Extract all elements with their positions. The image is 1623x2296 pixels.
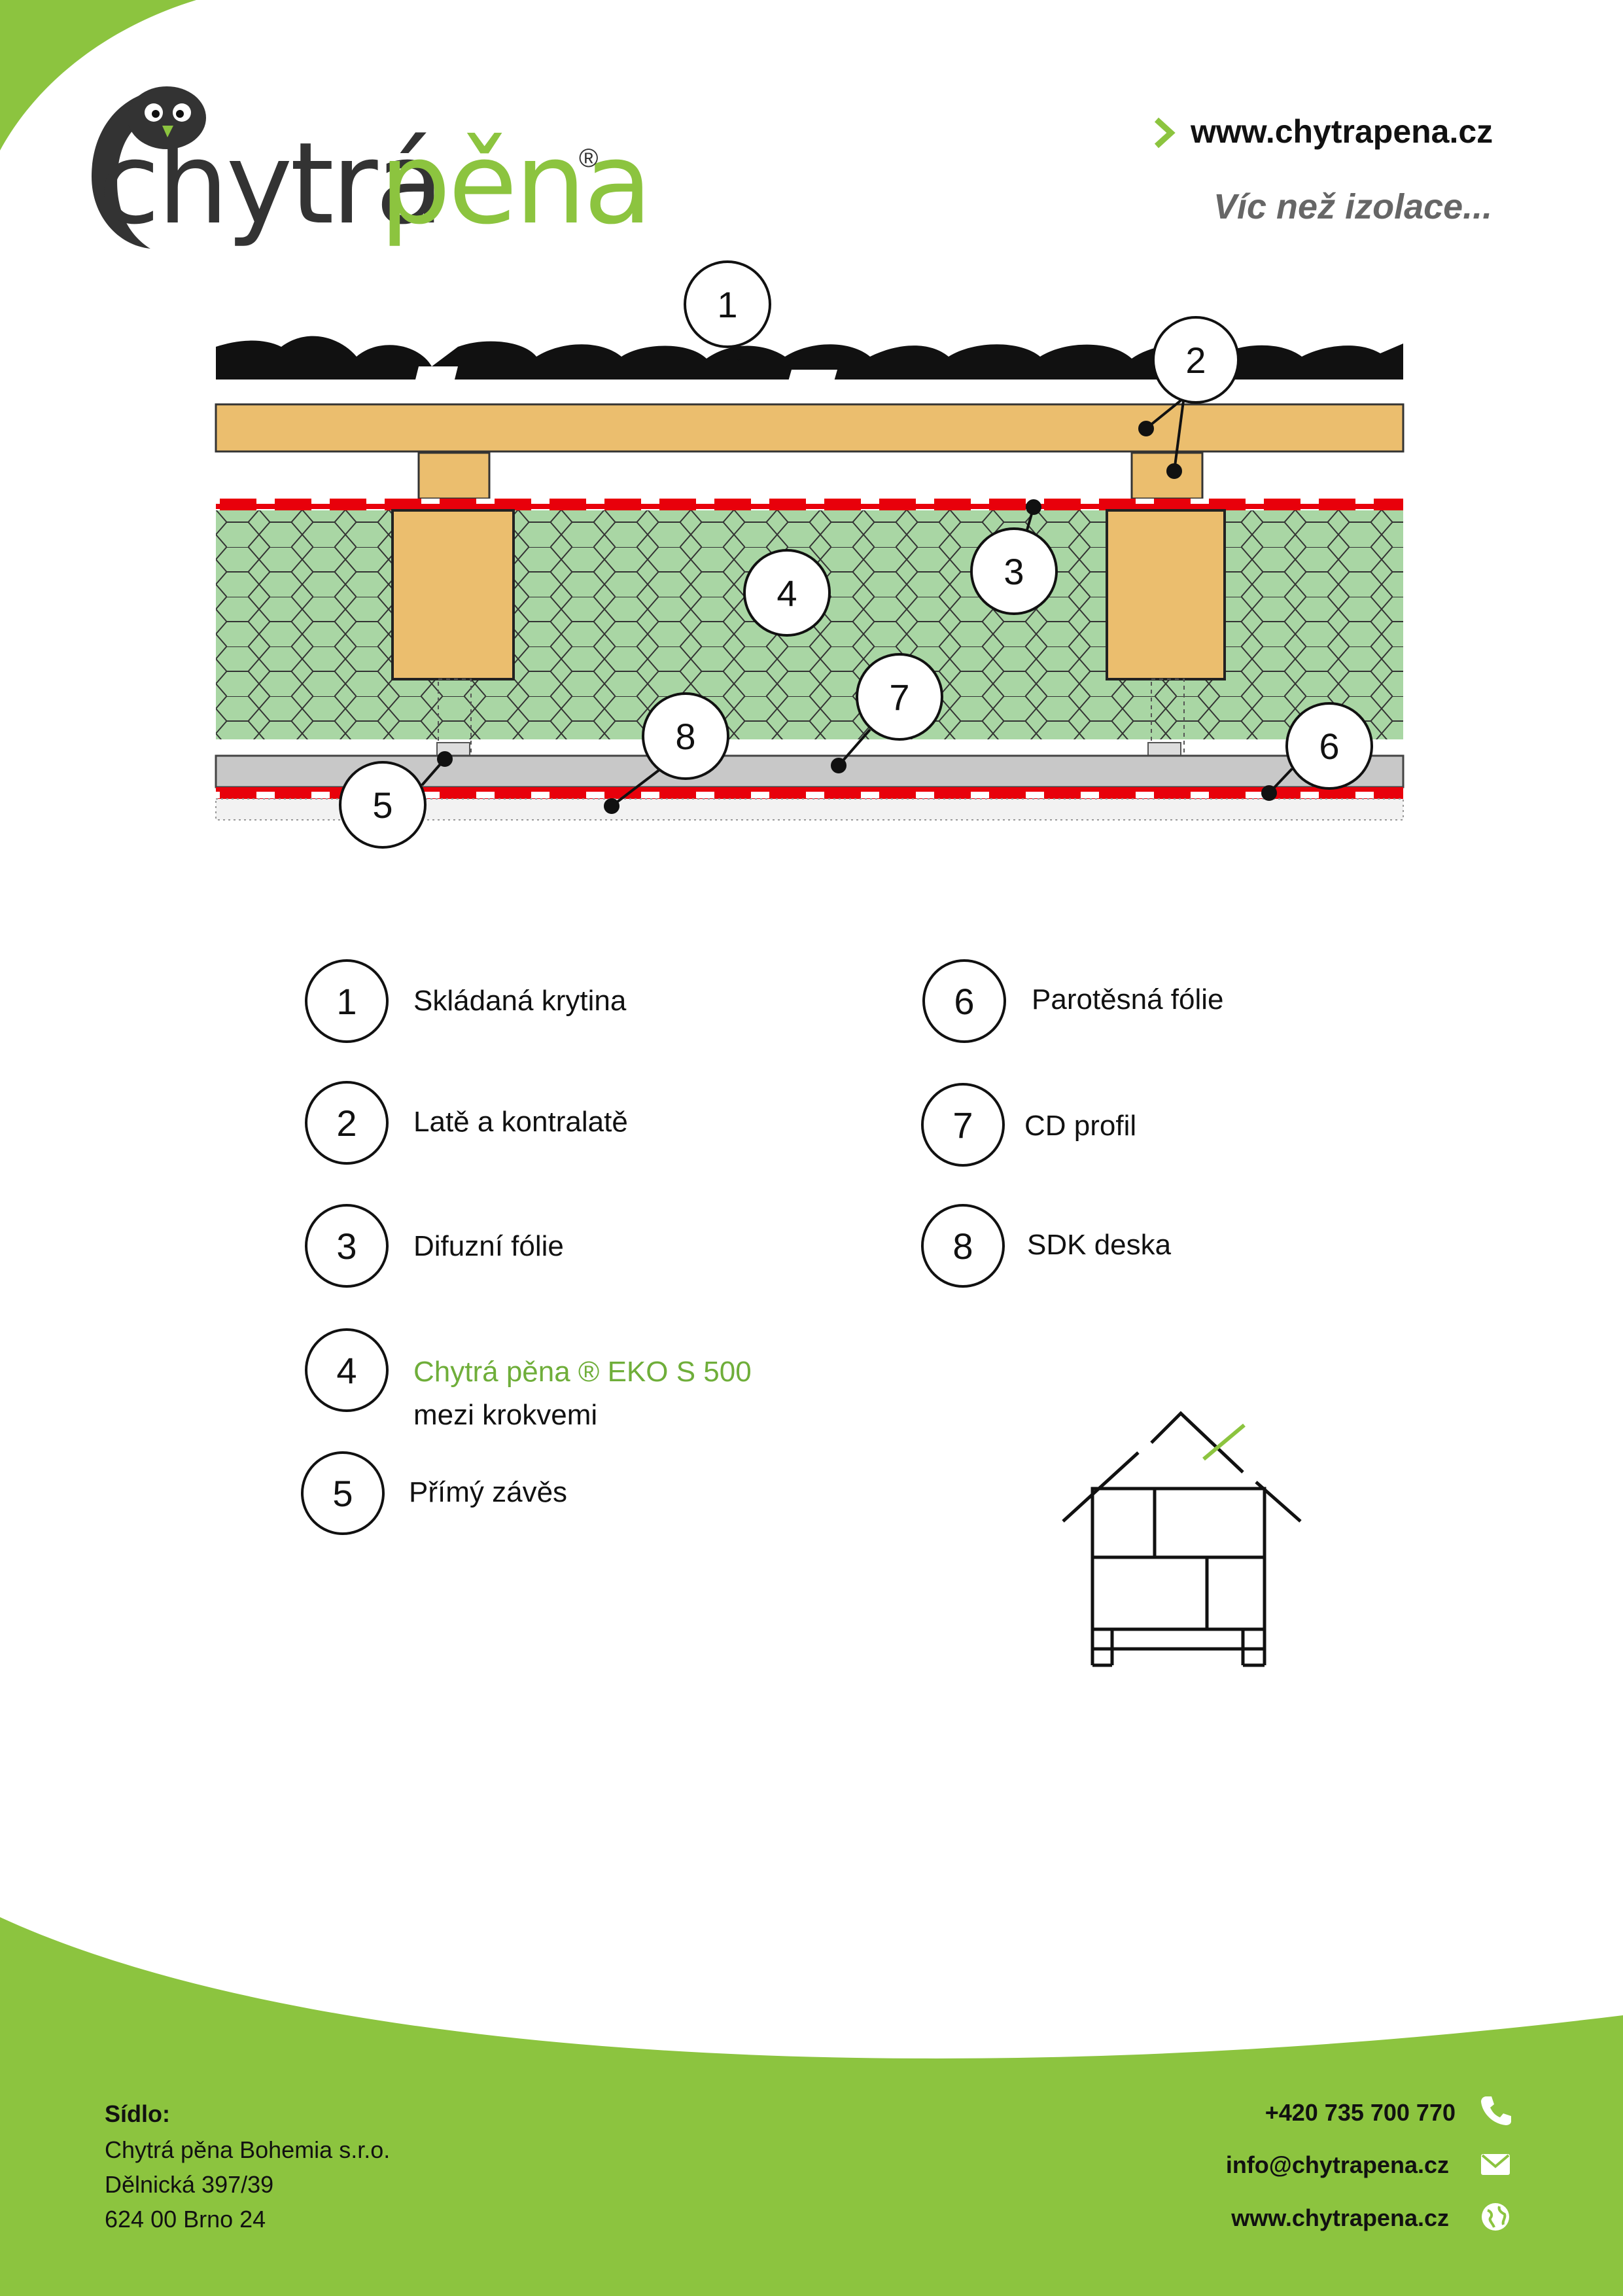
phone-icon (1481, 2096, 1511, 2125)
legend-num-3: 3 (305, 1204, 389, 1288)
roof-tiles (216, 336, 1403, 400)
legend-num-5: 5 (301, 1451, 385, 1535)
callout-1-label: 1 (717, 284, 737, 325)
rafter-right (1106, 509, 1226, 680)
footer-web[interactable]: www.chytrapena.cz (1231, 2204, 1449, 2231)
legend-text-8: SDK deska (1027, 1229, 1172, 1261)
callout-4: 4 (743, 549, 831, 637)
logo-text-dark: chytrá (98, 118, 444, 249)
roof-section-diagram: 1 2 3 4 5 6 7 8 (215, 260, 1405, 849)
legend-text-7: CD profil (1024, 1110, 1137, 1142)
header-website-link[interactable]: www.chytrapena.cz (1191, 113, 1493, 150)
globe-icon (1482, 2203, 1509, 2231)
legend-num-6: 6 (922, 959, 1006, 1043)
callout-1: 1 (684, 260, 771, 348)
logo-text-green: pěna (379, 118, 652, 249)
house-icon (1062, 1411, 1302, 1667)
footer-company: Chytrá pěna Bohemia s.r.o. (105, 2136, 391, 2163)
legend-text-4-product: Chytrá pěna ® EKO S 500 (413, 1356, 752, 1388)
callout-2-label: 2 (1185, 340, 1206, 381)
callout-4-label: 4 (777, 573, 797, 614)
header-tagline: Víc než izolace... (1213, 187, 1493, 226)
callout-2: 2 (1152, 316, 1240, 404)
footer-email[interactable]: info@chytrapena.cz (1225, 2151, 1449, 2178)
diffusion-foil (216, 499, 1403, 510)
legend-num-2: 2 (305, 1081, 389, 1165)
callout-5-label: 5 (372, 785, 393, 826)
batten (215, 403, 1405, 453)
callout-3: 3 (970, 527, 1058, 615)
legend-num-4: 4 (305, 1328, 389, 1412)
legend-num-7: 7 (921, 1083, 1005, 1167)
brand-logo[interactable]: chytrá pěna ® (52, 72, 652, 262)
callout-5: 5 (339, 761, 427, 849)
footer-seat-label: Sídlo: (105, 2100, 170, 2127)
legend-text-1: Skládaná krytina (413, 985, 627, 1017)
legend-text-6: Parotěsná fólie (1032, 983, 1224, 1016)
footer-swoosh (0, 1917, 1623, 2296)
legend-text-5: Přímý závěs (409, 1476, 568, 1508)
legend-text-2: Latě a kontralatě (413, 1106, 628, 1138)
callout-3-label: 3 (1003, 551, 1024, 592)
callout-7: 7 (856, 653, 943, 741)
registered-mark: ® (579, 144, 599, 173)
callout-7-label: 7 (889, 677, 909, 718)
callout-6: 6 (1285, 702, 1373, 790)
legend-text-3: Difuzní fólie (413, 1230, 564, 1262)
callout-8: 8 (642, 692, 729, 780)
rafter-left (391, 509, 515, 680)
legend-num-1: 1 (305, 959, 389, 1043)
top-left-swoosh (0, 0, 196, 150)
callout-8-label: 8 (675, 716, 695, 757)
penguin-icon (92, 86, 206, 249)
vapour-foil (216, 787, 1403, 799)
footer-street: Dělnická 397/39 (105, 2171, 274, 2198)
counter-batten-right (1130, 451, 1204, 500)
footer-phone[interactable]: +420 735 700 770 (1265, 2099, 1456, 2126)
legend-num-8: 8 (921, 1204, 1005, 1288)
envelope-icon (1481, 2154, 1510, 2175)
footer-city: 624 00 Brno 24 (105, 2206, 266, 2233)
callout-6-label: 6 (1319, 726, 1339, 767)
chevron-right-icon (1154, 117, 1176, 149)
counter-batten-left (417, 451, 491, 500)
legend-text-4: mezi krokvemi (413, 1399, 598, 1431)
